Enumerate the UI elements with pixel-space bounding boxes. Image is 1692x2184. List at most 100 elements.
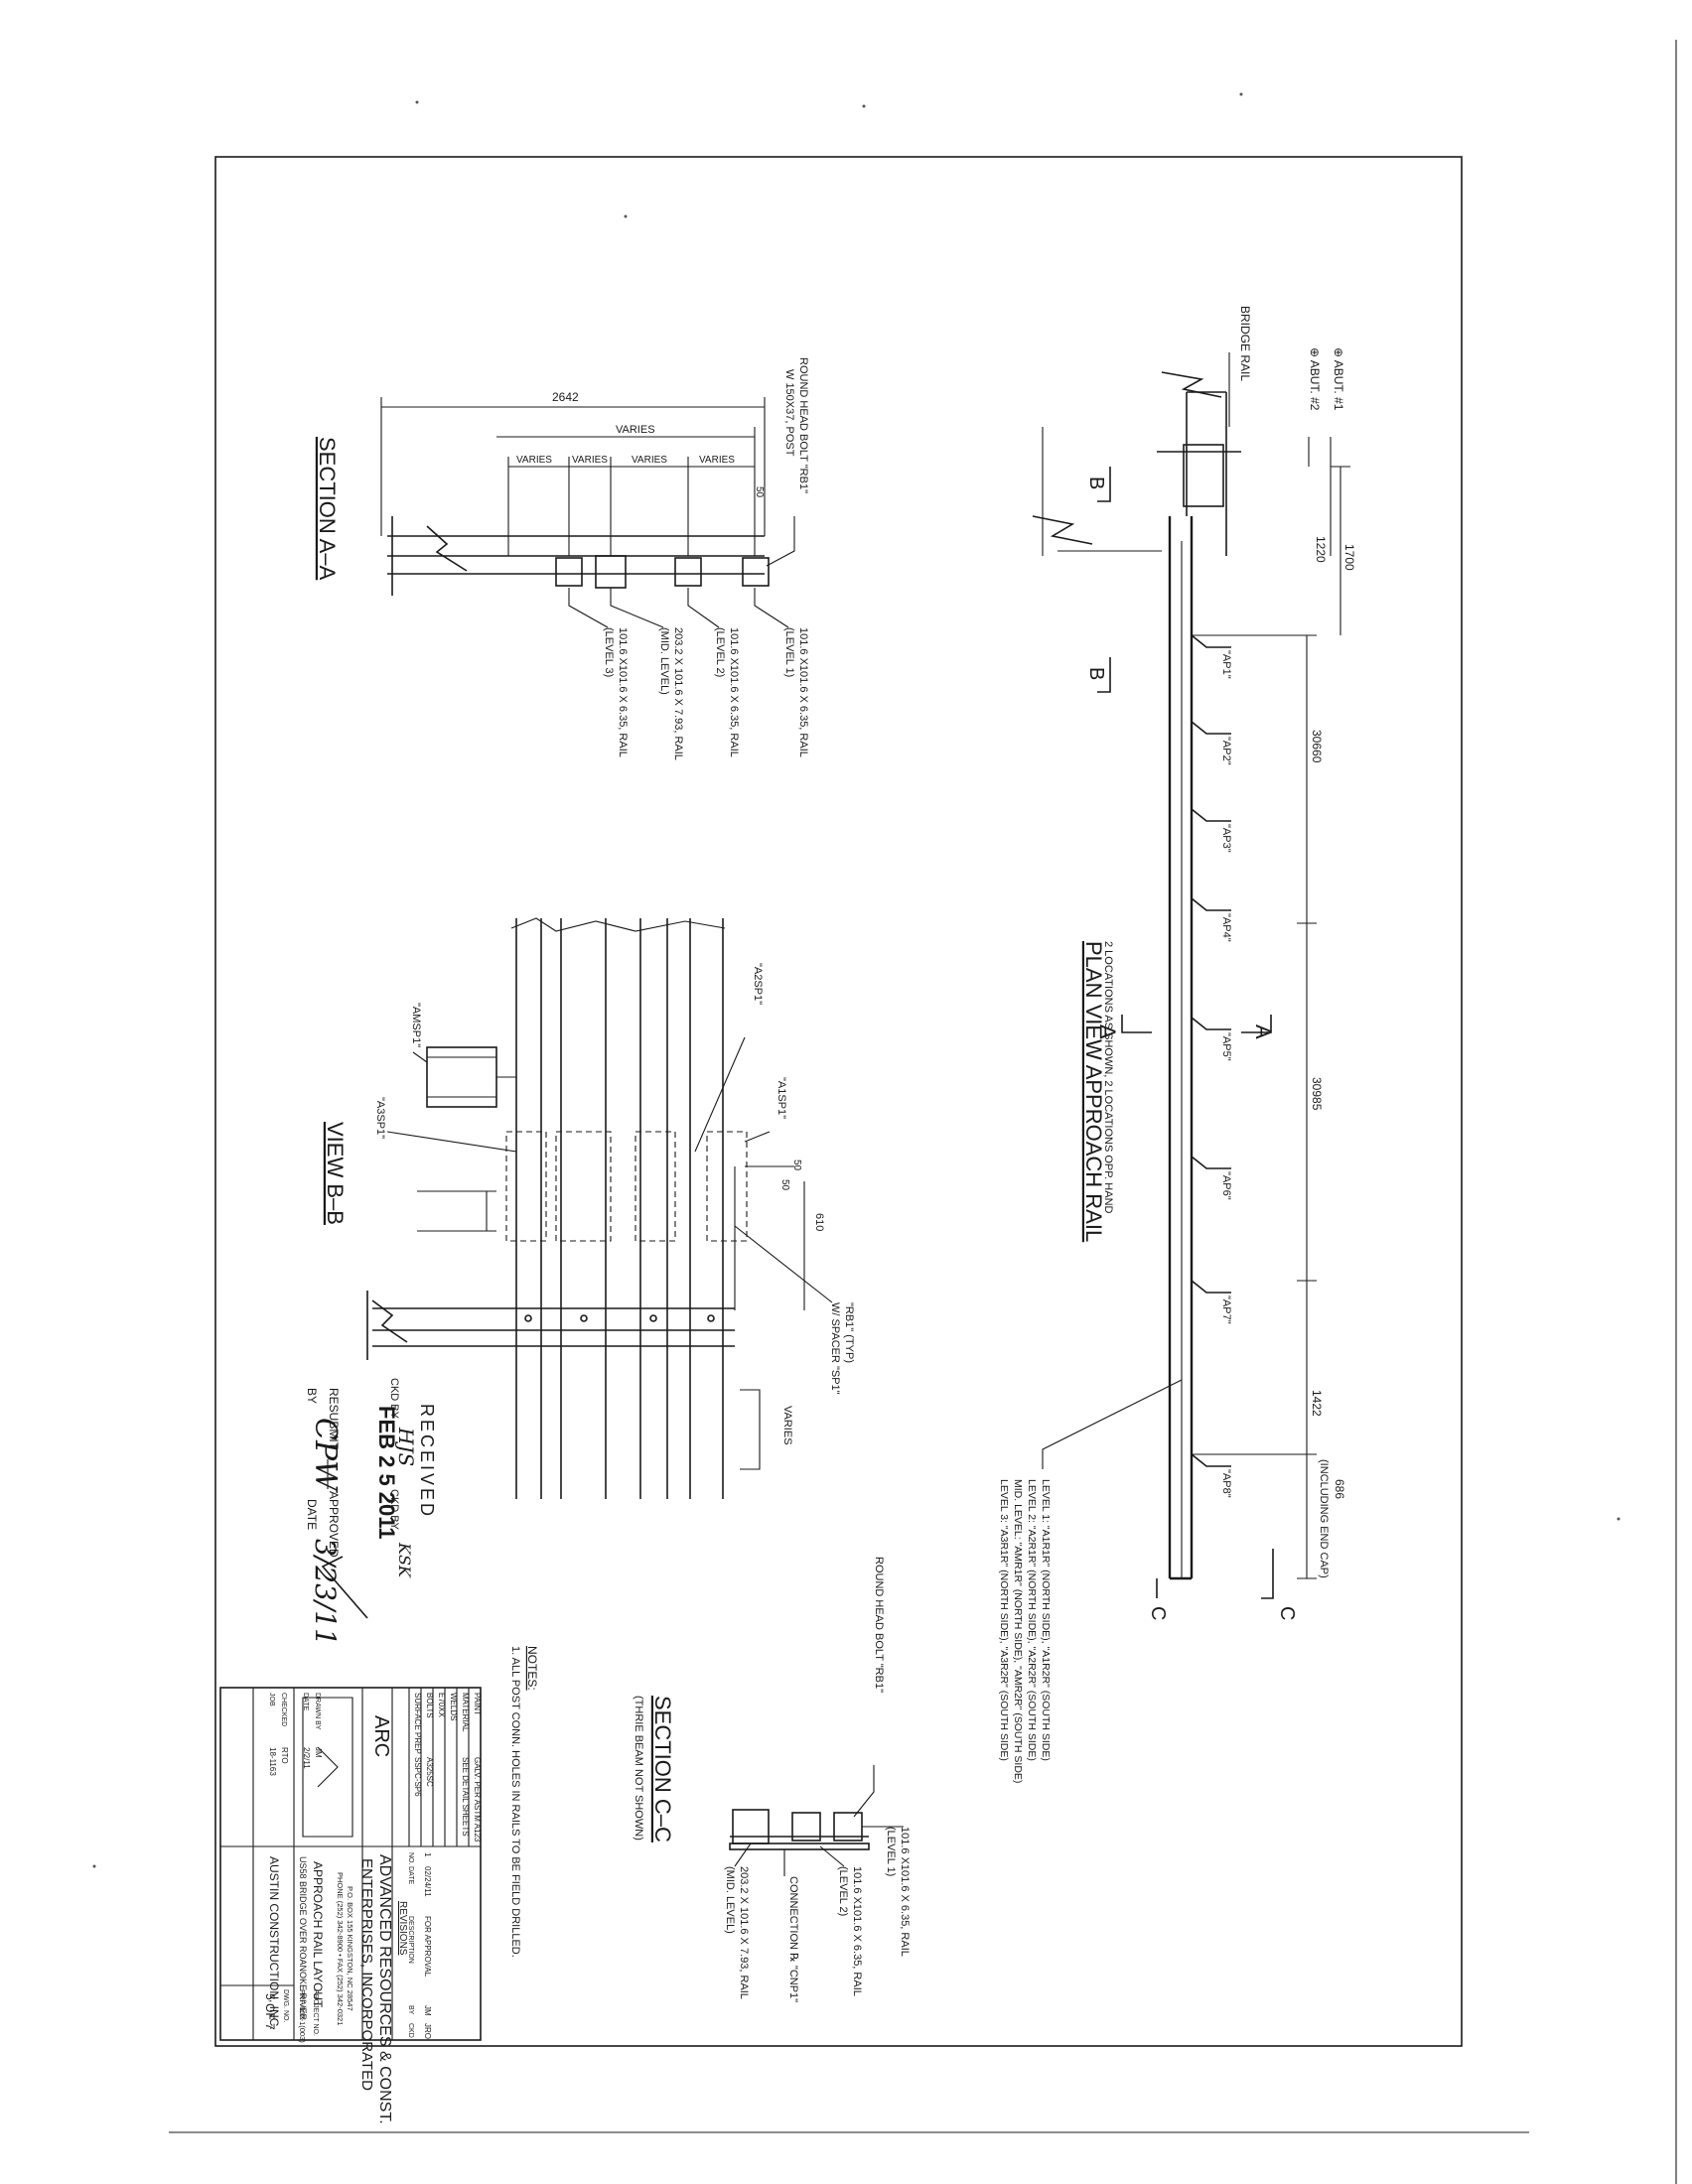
bb-rail-lines: [515, 918, 724, 1499]
tb-rev-row-desc: FOR APPROVAL: [423, 1916, 432, 1978]
level-note-4: LEVEL 3: "A3R1R" (NORTH SIDE), "A3R2R" (…: [998, 1479, 1010, 1761]
tb-address: P.O. BOX 155 KINGSTON, NC 28547: [346, 1886, 354, 2011]
tb-drawn-by: DRAWN BY: [314, 1693, 321, 1730]
sheet-border: [214, 156, 1463, 2047]
post-ap5: "AP5": [1191, 1017, 1232, 1061]
stamp-ckd-initials-2: KSK: [395, 1542, 414, 1578]
post-ap5-label: "AP5": [1220, 1032, 1232, 1061]
cut-marker-c: C C: [1147, 1549, 1298, 1620]
bb-amsp1-detail: [426, 1046, 516, 1108]
view-bb-title: VIEW B–B: [323, 1122, 348, 1225]
cut-c-label-2: C: [1276, 1606, 1298, 1620]
aa-rail-level1: [742, 557, 770, 587]
aa-rail-level2: [674, 557, 702, 587]
tb-row-bolts: BOLTS: [425, 1693, 434, 1718]
post-ap2-label: "AP2": [1220, 737, 1232, 765]
level-note-2: LEVEL 2: "A2R1R" (NORTH SIDE), "A2R2R" (…: [1026, 1479, 1038, 1761]
cc-leader-m: [734, 1843, 752, 1867]
section-cc: ROUND HEAD BOLT "RB1" 101.6 X101.6 X 6.3…: [633, 1557, 911, 2002]
cc-railm-b: (MID. LEVEL): [724, 1866, 736, 1934]
stamp-ckd-by-2: CKD BY: [388, 1489, 400, 1531]
cc-railm-a: 203.2 X 101.6 X 7.93, RAIL: [738, 1866, 750, 1999]
stamp-resubmit: RESUBMIT: [327, 1388, 341, 1450]
tb-rev-row-ckd: JRO: [423, 2023, 432, 2039]
bridge-break-line: [1161, 371, 1222, 398]
legend-abut1: ⊕ ABUT. #1: [1332, 347, 1345, 411]
tb-row-paint-val: GALV. PER ASTM A123: [473, 1757, 482, 1843]
tb-logo-mark: [302, 1697, 353, 1838]
cc-rail2-a: 101.6 X101.6 X 6.35, RAIL: [851, 1866, 863, 1996]
aa-dim-varies-3: VARIES: [632, 455, 667, 466]
aa-rail2-b: (LEVEL 2): [714, 627, 726, 677]
cc-bolt-label: ROUND HEAD BOLT "RB1": [873, 1557, 885, 1693]
cut-marker-a: A A: [1095, 1015, 1276, 1039]
tb-client: AUSTIN CONSTRUCTION, INC.: [267, 1856, 281, 2030]
bb-sp-am: "AMSP1": [410, 1003, 422, 1047]
bb-sp-a2: "A2SP1": [752, 963, 764, 1005]
tb-rev-col-ckd: CKD: [407, 2023, 414, 2038]
cc-leader-2: [819, 1845, 845, 1867]
cc-rail1-b: (LEVEL 1): [885, 1827, 897, 1876]
bridge-rail-label: BRIDGE RAIL: [1238, 306, 1252, 381]
aa-leader-m: [610, 588, 664, 628]
section-aa-title: SECTION A–A: [315, 437, 340, 581]
cc-rail1-a: 101.6 X101.6 X 6.35, RAIL: [899, 1827, 911, 1957]
bb-leader-a2: [694, 1036, 746, 1153]
aa-dim-ticks: [380, 397, 766, 556]
cc-connection: CONNECTION ℞ "CNP1": [787, 1876, 799, 2002]
dim-30985: 30985: [1310, 1077, 1324, 1111]
post-ap4: "AP4": [1191, 897, 1232, 942]
cut-a-label-2: A: [1251, 1024, 1276, 1039]
bb-post-lines: [372, 1307, 735, 1347]
stamp-by-sig: CPW: [308, 1418, 343, 1493]
cc-connection-plate: [729, 1843, 870, 1850]
tb-sheet: 5 OF 7: [263, 1993, 277, 2030]
title-block-frame: [219, 1687, 482, 2041]
tb-row-material-val: SEE DETAIL SHEETS: [461, 1757, 470, 1837]
tb-rev-row-by: JM: [423, 2005, 432, 2016]
tb-row-welds: WELDS: [449, 1693, 458, 1720]
tb-spec-lines: [408, 1688, 470, 1846]
aa-dim-varies-label: VARIES: [616, 424, 655, 436]
aa-post-break: [426, 525, 468, 572]
cut-c-label-1: C: [1147, 1606, 1169, 1620]
tb-rev-col-no: NO.: [407, 1852, 414, 1865]
dim-1422: 1422: [1310, 1390, 1324, 1417]
level-note-1: LEVEL 1: "A1R1R" (NORTH SIDE), "A1R2R" (…: [1040, 1479, 1052, 1761]
post-ap8-label: "AP8": [1220, 1469, 1232, 1498]
dim-ticks: [1192, 466, 1350, 1579]
notes-heading: NOTES:: [525, 1646, 539, 1691]
plan-view: ⊕ ABUT. #1 ⊕ ABUT. #2 BRIDGE RAIL 1700 1…: [998, 306, 1356, 1783]
aa-dim-varies-1: VARIES: [516, 455, 552, 466]
cut-b-label-2: B: [1085, 667, 1107, 680]
legend-abut2: ⊕ ABUT. #2: [1308, 347, 1322, 411]
notes-block: NOTES: 1. ALL POST CONN. HOLES IN RAILS …: [509, 1646, 539, 1958]
dim-686: 686: [1333, 1479, 1346, 1499]
bb-dim-610-label: 610: [813, 1213, 825, 1231]
stamp-check-mark: [321, 1556, 368, 1619]
aa-leader-2: [687, 588, 720, 628]
dim-1220: 1220: [1314, 536, 1328, 563]
tb-drawing-title: APPROACH RAIL LAYOUT: [311, 1861, 325, 2008]
cc-rail-level2: [791, 1812, 821, 1842]
aa-dim-2642-label: 2642: [552, 390, 579, 404]
aa-dim-varies-2: VARIES: [572, 455, 608, 466]
tb-project: US58 BRIDGE OVER ROANOKE RIVER: [298, 1856, 308, 2021]
tb-row-paint: PAINT: [473, 1693, 482, 1715]
tb-project-no: PRF 602-1(003): [298, 1989, 307, 2043]
tb-phone: PHONE (252) 342-8900 • FAX (252) 342-032…: [336, 1872, 345, 2025]
tb-dwg-no-label: DWG. NO.: [282, 1989, 289, 2022]
post-ap3: "AP3": [1191, 808, 1232, 853]
bb-rb1-a: "RB1" (TYP): [843, 1302, 855, 1363]
bb-varies-label: VARIES: [781, 1406, 793, 1445]
notes-item-1: 1. ALL POST CONN. HOLES IN RAILS TO BE F…: [509, 1646, 521, 1958]
bb-dim-50b: 50: [779, 1179, 790, 1191]
tb-company-2: ENTERPRISES, INCORPORATED: [358, 1858, 375, 2091]
tb-row-surface-val: SSPC-SP6: [413, 1757, 422, 1797]
aa-bolt-label-1: ROUND HEAD BOLT "RB1": [797, 357, 809, 493]
scan-specks: [92, 92, 1621, 1868]
post-ap2: "AP2": [1191, 721, 1232, 765]
tb-row-material: MATERIAL: [461, 1693, 470, 1732]
tb-rev-col-desc: DESCRIPTION: [407, 1916, 414, 1964]
